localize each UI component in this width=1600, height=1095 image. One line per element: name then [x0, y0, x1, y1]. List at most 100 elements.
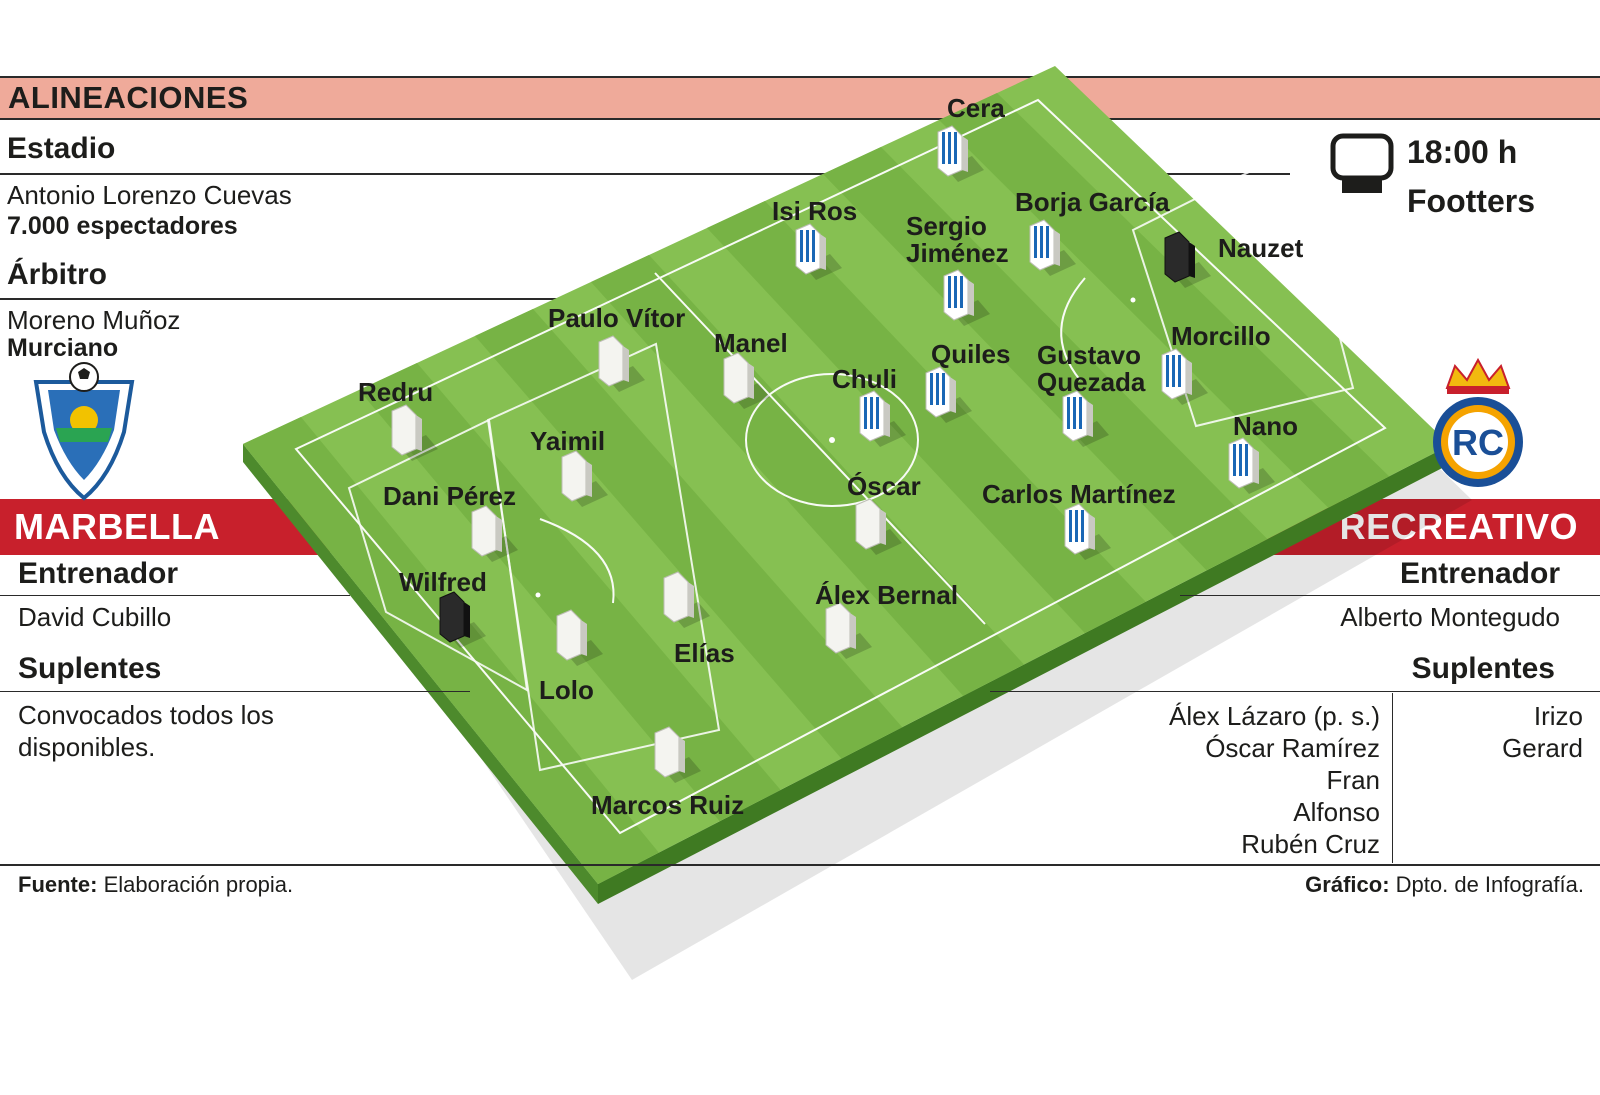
referee-name: Moreno Muñoz — [7, 305, 181, 335]
player-name: Yaimil — [530, 426, 606, 456]
player-figure — [859, 390, 906, 447]
player-figure — [855, 498, 902, 555]
home-coach-label: Entrenador — [18, 557, 179, 590]
tv-icon — [1330, 133, 1394, 193]
player-name: Morcillo — [1171, 321, 1271, 351]
player-name-line: Quezada — [1037, 367, 1146, 397]
player-figure — [1228, 437, 1275, 494]
player-name: Elías — [674, 638, 735, 668]
footer-graphic-value: Dpto. de Infografía. — [1395, 872, 1584, 897]
player-name: Manel — [714, 328, 788, 358]
player-name: Lolo — [539, 675, 594, 705]
pitch-stripe — [823, 147, 1268, 571]
footer-source-label: Fuente: — [18, 872, 98, 897]
recreativo-crest-letters: RC — [1452, 422, 1504, 463]
player-name: Cera — [947, 93, 1005, 123]
away-coach: Alberto Montegudo — [1340, 602, 1560, 632]
broadcaster: Footters — [1407, 183, 1535, 219]
footer-source-value: Elaboración propia. — [103, 872, 294, 897]
stadium-label: Estadio — [7, 132, 116, 165]
player-figure — [556, 609, 603, 666]
footer-source: Fuente: Elaboración propia. — [18, 872, 293, 898]
home-coach: David Cubillo — [18, 602, 172, 632]
player-figure — [1029, 219, 1076, 276]
sub-player: Gerard — [1502, 733, 1583, 763]
sub-player: Álex Lázaro (p. s.) — [1169, 701, 1380, 731]
player-figure — [943, 269, 990, 326]
title-banner — [0, 76, 1600, 120]
player-name: Paulo Vítor — [548, 303, 686, 333]
sub-player: Irizo — [1533, 701, 1583, 731]
player-name: Marcos Ruiz — [591, 790, 745, 820]
player-name: Isi Ros — [772, 196, 858, 226]
referee-region: Murciano — [7, 334, 119, 362]
player-name-line: Gustavo — [1037, 340, 1142, 370]
player-figure — [795, 223, 842, 280]
footer-graphic-label: Gráfico: — [1305, 872, 1390, 897]
divider — [0, 595, 350, 596]
sub-player: Óscar Ramírez — [1205, 733, 1380, 763]
away-subs-col1: Álex Lázaro (p. s.) Óscar Ramírez Fran A… — [1169, 700, 1380, 860]
divider — [0, 298, 560, 300]
player-figure — [561, 450, 608, 507]
divider — [1180, 595, 1600, 596]
away-subs-label: Suplentes — [1411, 652, 1555, 685]
referee-label: Árbitro — [7, 258, 107, 291]
player-name: Dani Pérez — [383, 481, 516, 511]
player-name: Redru — [358, 377, 434, 407]
player-name: Álex Bernal — [815, 580, 959, 610]
player-figure — [391, 404, 438, 461]
player-figure — [1064, 503, 1111, 560]
pitch-stripe — [359, 363, 781, 822]
sub-player: Alfonso — [1293, 797, 1380, 827]
sub-player: Fran — [1326, 765, 1380, 795]
player-figure — [723, 352, 770, 409]
divider — [0, 691, 470, 692]
marbella-crest-text: MARBELLA FUTBOL CLUB — [0, 0, 1, 1]
page-title: ALINEACIONES — [8, 80, 249, 115]
player-figure — [937, 125, 984, 182]
player-name: Óscar — [847, 471, 921, 501]
player-name: Quiles — [931, 339, 1011, 369]
player-name-line: Sergio — [906, 211, 987, 241]
home-team-name: MARBELLA — [14, 506, 220, 547]
player-figure — [598, 335, 645, 392]
player-name: Chuli — [832, 364, 897, 394]
stadium-spectators: 7.000 espectadores — [7, 212, 238, 240]
recreativo-crest-icon: RC — [1433, 357, 1523, 487]
player-figure — [471, 505, 518, 562]
away-coach-label: Entrenador — [1399, 557, 1560, 590]
player-figure — [663, 571, 710, 628]
home-subs-label: Suplentes — [18, 652, 162, 685]
player-figure — [925, 366, 972, 423]
footer-graphic: Gráfico: Dpto. de Infografía. — [1305, 872, 1584, 898]
marbella-crest-icon — [33, 362, 135, 501]
player-figure — [825, 602, 872, 659]
away-subs-col2: Irizo Gerard — [1502, 700, 1583, 764]
player-name: Nauzet — [1218, 233, 1304, 263]
player-name: Nano — [1233, 411, 1298, 441]
divider — [0, 173, 1290, 175]
sub-player: Rubén Cruz — [1241, 829, 1380, 859]
home-subs-line: disponibles. — [18, 732, 156, 762]
pitch-stripe — [591, 255, 1024, 696]
player-name: Gustavo Quezada — [1037, 342, 1145, 396]
goalkeeper-figure — [1164, 231, 1211, 288]
match-time: 18:00 h — [1407, 134, 1518, 170]
footer-rule — [0, 864, 1600, 866]
divider — [1392, 693, 1393, 863]
player-figure — [1062, 390, 1109, 447]
pitch-stripe — [939, 93, 1390, 508]
player-name: Sergio Jiménez — [906, 213, 1009, 267]
home-subs-line: Convocados todos los — [18, 700, 274, 730]
goalkeeper-figure — [439, 591, 486, 648]
away-team-name: RECREATIVO — [1339, 506, 1578, 547]
pitch-stripe — [475, 309, 903, 759]
player-name: Wilfred — [399, 567, 487, 597]
stadium-name: Antonio Lorenzo Cuevas — [7, 180, 292, 210]
divider — [990, 691, 1600, 692]
player-figure — [1161, 348, 1208, 405]
home-team-band: MARBELLA — [0, 499, 330, 555]
